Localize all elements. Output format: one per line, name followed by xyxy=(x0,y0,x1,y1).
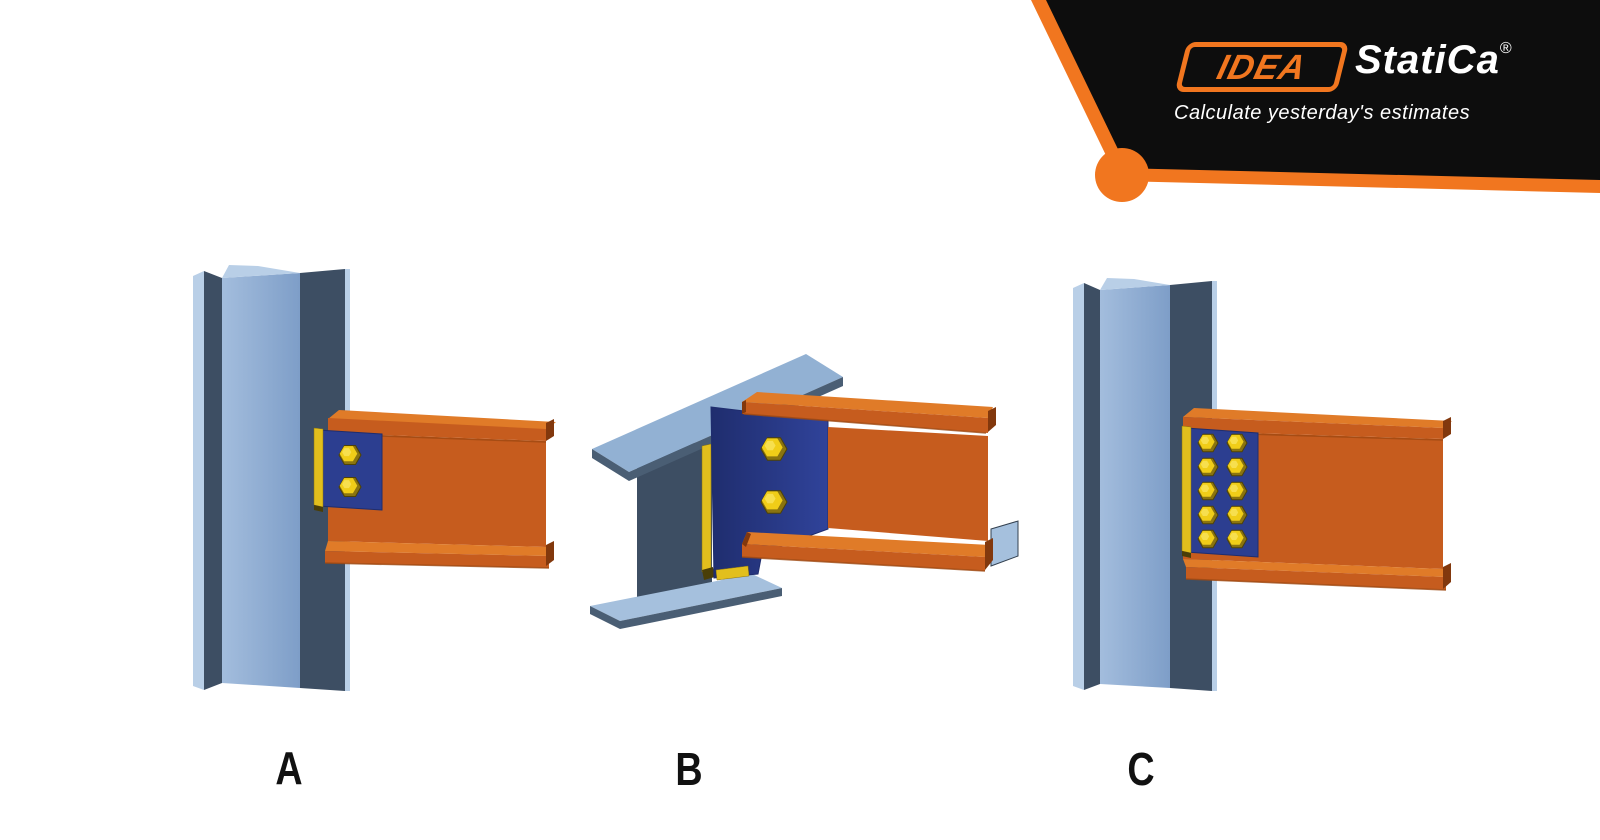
weld-b xyxy=(701,443,715,580)
end-plate-c xyxy=(1185,427,1259,558)
brand-tagline: Calculate yesterday's estimates xyxy=(1174,102,1471,124)
banner-node-dot xyxy=(1095,148,1149,202)
figure-label-b: B xyxy=(675,743,703,795)
weld-b-bottom xyxy=(715,565,750,581)
connection-a-figure xyxy=(193,265,556,691)
column-bottom-flange-b xyxy=(590,574,782,629)
connection-b-figure xyxy=(590,354,1019,629)
figure-label-a: A xyxy=(275,742,303,794)
idea-logo-text: IDEA xyxy=(1213,47,1311,87)
statica-wordmark: StatiCa® xyxy=(1355,38,1513,82)
connection-c-figure xyxy=(1073,278,1452,691)
bolt-group-a xyxy=(338,445,362,497)
idea-logo: IDEA xyxy=(1174,42,1350,92)
column-web-b xyxy=(637,440,712,617)
figure-label-c: C xyxy=(1127,743,1155,795)
column-bottom-flange-far-b xyxy=(990,520,1019,567)
beam-b xyxy=(741,392,996,572)
weld-a xyxy=(313,427,324,512)
column-c xyxy=(1073,278,1217,691)
weld-c xyxy=(1181,425,1192,558)
registered-trademark-symbol: ® xyxy=(1499,40,1513,57)
fin-plate-a xyxy=(317,429,383,511)
bolt-group-c xyxy=(1197,433,1248,549)
banner-shape xyxy=(1031,0,1600,202)
bolt-group-b xyxy=(760,437,788,514)
